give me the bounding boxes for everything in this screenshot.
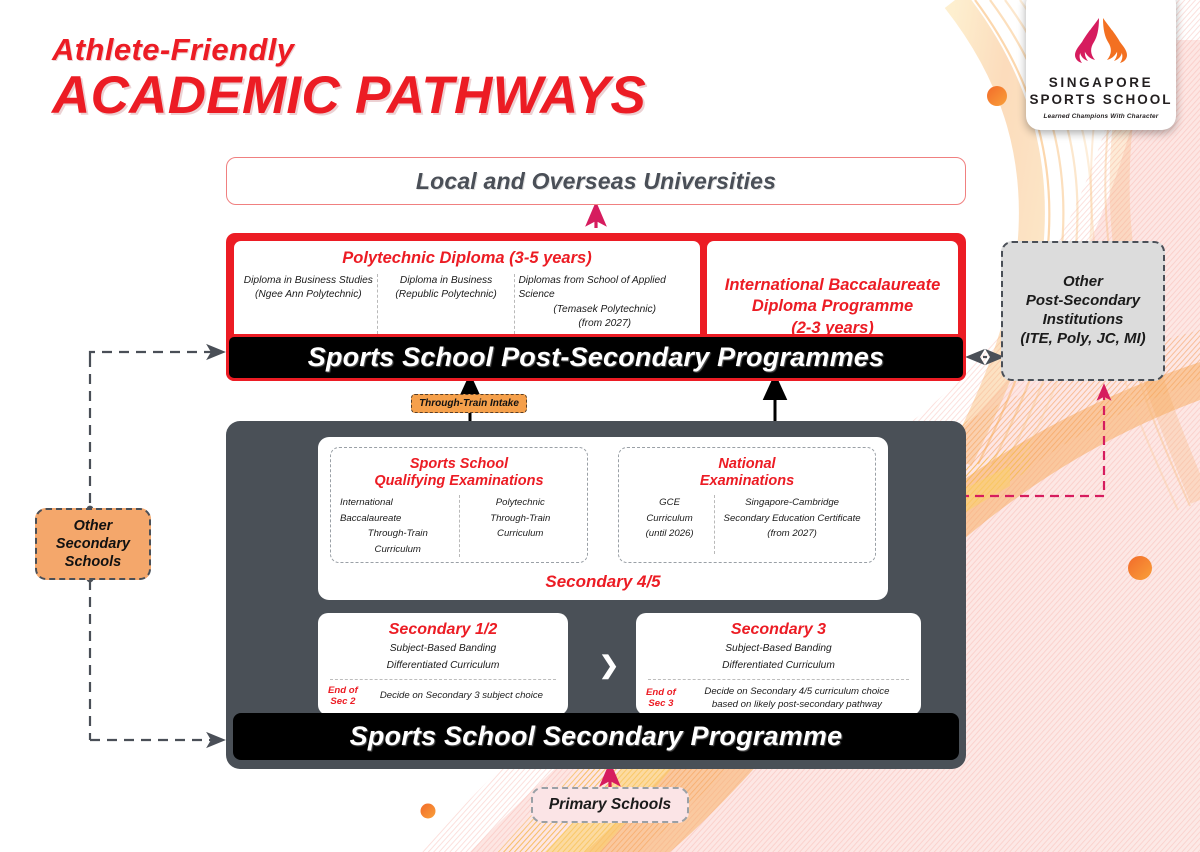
sec12-sub-1: Subject-Based Banding xyxy=(389,642,497,654)
sec3-note: Decide on Secondary 4/5 curriculum choic… xyxy=(683,685,911,713)
secondary-bar-label: Sports School Secondary Programme xyxy=(349,721,843,751)
exam-option: Singapore-Cambridge Secondary Education … xyxy=(714,495,869,554)
post-secondary-programmes-bar[interactable]: Sports School Post-Secondary Programmes xyxy=(226,334,966,381)
other-post-line-3: Institutions xyxy=(1042,311,1124,328)
ib-line-2: Diploma Programme xyxy=(751,297,914,316)
poly-opt-line2: (Ngee Ann Polytechnic) xyxy=(255,289,362,301)
sec3-sub-1: Subject-Based Banding xyxy=(725,642,832,654)
secondary-programme-panel: Sports School Qualifying Examinations In… xyxy=(226,421,966,769)
other-post-line-2: Post-Secondary xyxy=(1025,292,1141,310)
sec12-end-of-line2: Sec 2 xyxy=(330,696,356,707)
other-post-secondary-institutions-box[interactable]: Other Post-Secondary Institutions (ITE, … xyxy=(1001,241,1165,381)
sec3-end-of: End of Sec 3 xyxy=(646,687,676,710)
nat-exam-title-2: Examinations xyxy=(699,473,795,490)
exam-opt-line3: (until 2026) xyxy=(645,528,694,540)
primary-schools-label: Primary Schools xyxy=(548,796,672,813)
national-examinations-card[interactable]: National Examinations GCE Curriculum (un… xyxy=(618,447,876,563)
exam-opt-line2: Through-Train xyxy=(367,528,428,540)
through-train-label: Through-Train Intake xyxy=(419,398,519,409)
other-secondary-schools-box[interactable]: Other Secondary Schools xyxy=(35,508,151,580)
poly-opt-line2: (Temasek Polytechnic) xyxy=(553,303,657,315)
secondary-45-label: Secondary 4/5 xyxy=(545,572,661,591)
exam-opt-line1: Polytechnic xyxy=(495,497,545,509)
sec3-sub-2: Differentiated Curriculum xyxy=(722,660,835,672)
poly-opt-line1: Diplomas from School of Applied Science xyxy=(518,275,666,301)
through-train-intake-chip: Through-Train Intake xyxy=(411,394,527,413)
other-post-line-1: Other xyxy=(1062,273,1103,291)
post-secondary-bar-label: Sports School Post-Secondary Programmes xyxy=(307,342,885,372)
logo-line-1: SINGAPORE xyxy=(1048,75,1154,91)
flame-icon xyxy=(1075,18,1127,64)
polytechnic-title: Polytechnic Diploma (3-5 years) xyxy=(342,249,592,267)
polytechnic-option: Diplomas from School of Applied Science … xyxy=(514,274,694,334)
exam-opt-line2: Secondary Education Certificate xyxy=(723,512,861,524)
divider xyxy=(330,678,556,680)
sec3-end-of-line2: Sec 3 xyxy=(648,698,674,710)
ib-line-1: International Baccalaureate xyxy=(724,276,941,295)
secondary-programme-bar[interactable]: Sports School Secondary Programme xyxy=(233,713,959,760)
headline-line-1: Athlete-Friendly xyxy=(52,32,295,67)
exam-opt-line3: (from 2027) xyxy=(767,528,817,540)
sec3-note-line1: Decide on Secondary 4/5 curriculum choic… xyxy=(704,685,890,697)
poly-opt-line2: (Republic Polytechnic) xyxy=(395,289,497,301)
exam-opt-line1: International Baccalaureate xyxy=(340,497,402,524)
exam-option: International Baccalaureate Through-Trai… xyxy=(337,495,459,557)
logo-line-2: SPORTS SCHOOL xyxy=(1029,92,1173,108)
universities-box[interactable]: Local and Overseas Universities xyxy=(226,157,966,205)
exam-opt-line1: Singapore-Cambridge xyxy=(745,497,839,509)
sec3-end-of-line1: End of xyxy=(646,686,676,698)
exam-opt-line2: Through-Train xyxy=(490,512,551,524)
page-title: Athlete-Friendly ACADEMIC PATHWAYS xyxy=(52,32,646,125)
poly-opt-line1: Diploma in Business xyxy=(399,275,493,286)
divider xyxy=(648,678,909,680)
headline-line-2: ACADEMIC PATHWAYS xyxy=(52,65,646,125)
chevron-right-icon: ❯ xyxy=(598,652,620,679)
polytechnic-option: Diploma in Business Studies (Ngee Ann Po… xyxy=(240,274,377,334)
nat-exam-title-1: National xyxy=(718,456,776,472)
ss-exam-title-1: Sports School xyxy=(409,456,509,472)
exam-option: Polytechnic Through-Train Curriculum xyxy=(458,495,582,558)
sec12-end-of: End of Sec 2 xyxy=(328,685,358,708)
sec12-note: Decide on Secondary 3 subject choice xyxy=(365,689,558,703)
exam-opt-line3: Curriculum xyxy=(374,543,421,555)
other-sec-line-2: Secondary xyxy=(55,535,131,552)
sec3-note-line2: based on likely post-secondary pathway xyxy=(711,699,882,711)
sec12-title: Secondary 1/2 xyxy=(388,621,498,638)
exam-opt-line3: Curriculum xyxy=(497,528,544,540)
singapore-sports-school-logo: SINGAPORE SPORTS SCHOOL Learned Champion… xyxy=(1026,0,1176,130)
logo-tagline: Learned Champions With Character xyxy=(1043,113,1159,120)
ss-exam-title-2: Qualifying Examinations xyxy=(374,473,544,490)
sec12-sub-2: Differentiated Curriculum xyxy=(386,660,500,672)
exam-option: GCE Curriculum (until 2026) xyxy=(625,495,714,554)
ib-line-3: (2-3 years) xyxy=(791,318,874,337)
sec3-title: Secondary 3 xyxy=(730,621,827,638)
exam-opt-line1: GCE xyxy=(659,497,680,509)
sec12-end-of-line1: End of xyxy=(328,684,358,696)
sec12-note-line1: Decide on Secondary 3 subject choice xyxy=(379,690,544,702)
universities-label: Local and Overseas Universities xyxy=(415,167,777,194)
exam-opt-line2: Curriculum xyxy=(646,512,693,524)
secondary-3-box[interactable]: Secondary 3 Subject-Based Banding Differ… xyxy=(636,613,921,715)
sports-school-qualifying-examinations-card[interactable]: Sports School Qualifying Examinations In… xyxy=(330,447,588,563)
other-sec-line-1: Other xyxy=(73,517,113,534)
secondary-45-box[interactable]: Sports School Qualifying Examinations In… xyxy=(318,437,888,600)
other-post-line-4: (ITE, Poly, JC, MI) xyxy=(1020,329,1146,347)
secondary-1-2-box[interactable]: Secondary 1/2 Subject-Based Banding Diff… xyxy=(318,613,568,715)
poly-opt-line1: Diploma in Business Studies xyxy=(243,275,373,286)
polytechnic-diploma-card[interactable]: Polytechnic Diploma (3-5 years) Diploma … xyxy=(234,241,700,373)
polytechnic-option: Diploma in Business (Republic Polytechni… xyxy=(376,274,515,334)
poly-opt-line3: (from 2027) xyxy=(578,318,632,330)
primary-schools-box[interactable]: Primary Schools xyxy=(531,787,689,823)
other-sec-line-3: Schools xyxy=(64,554,122,571)
